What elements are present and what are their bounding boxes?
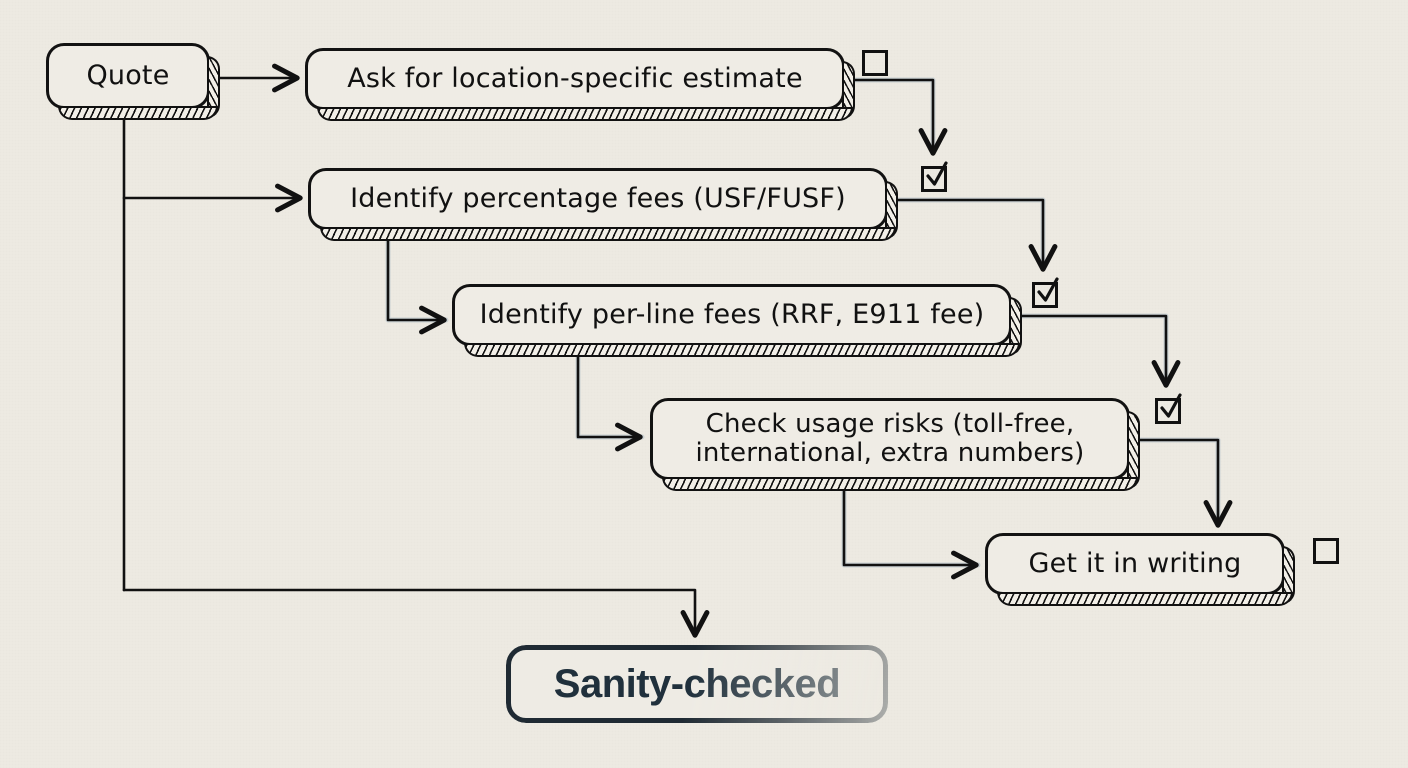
node-identify-per-line-fees[interactable]: Identify per-line fees (RRF, E911 fee) — [452, 284, 1022, 357]
checkbox-checked-icon[interactable] — [1155, 393, 1182, 424]
checkbox-checked-icon[interactable] — [921, 161, 948, 192]
edge-usage-to-writing-top — [1134, 438, 1218, 524]
node-quote-label: Quote — [86, 59, 170, 91]
checkbox-unchecked-icon[interactable] — [1313, 538, 1339, 564]
checkbox-checked-icon[interactable] — [1032, 277, 1059, 308]
node-writing-label: Get it in writing — [1028, 547, 1242, 579]
node-usage-label: Check usage risks (toll-free, internatio… — [695, 408, 1085, 468]
edge-perline-to-usage — [576, 350, 639, 437]
node-sanity-label: Sanity-checked — [553, 661, 841, 706]
node-ask-for-location-specific-estimate[interactable]: Ask for location-specific estimate — [305, 48, 855, 121]
edge-ask-to-checkbox-percentage — [847, 78, 933, 152]
edge-quote-to-sanity — [122, 588, 695, 634]
node-ask-label: Ask for location-specific estimate — [347, 62, 803, 94]
node-sanity-checked[interactable]: Sanity-checked — [506, 645, 888, 723]
node-identify-percentage-fees[interactable]: Identify percentage fees (USF/FUSF) — [308, 168, 898, 241]
checkbox-unchecked-icon[interactable] — [862, 50, 888, 76]
node-percentage-label: Identify percentage fees (USF/FUSF) — [350, 182, 846, 214]
node-check-usage-risks[interactable]: Check usage risks (toll-free, internatio… — [650, 398, 1140, 491]
edge-percentage-to-perline — [386, 234, 443, 320]
edge-perline-to-checkbox-usage — [1016, 314, 1166, 384]
node-quote[interactable]: Quote — [46, 43, 220, 120]
node-perline-label: Identify per-line fees (RRF, E911 fee) — [479, 298, 985, 330]
edge-usage-to-writing — [842, 484, 975, 565]
edge-percentage-to-checkbox-perline — [891, 198, 1043, 268]
node-get-it-in-writing[interactable]: Get it in writing — [985, 533, 1295, 606]
